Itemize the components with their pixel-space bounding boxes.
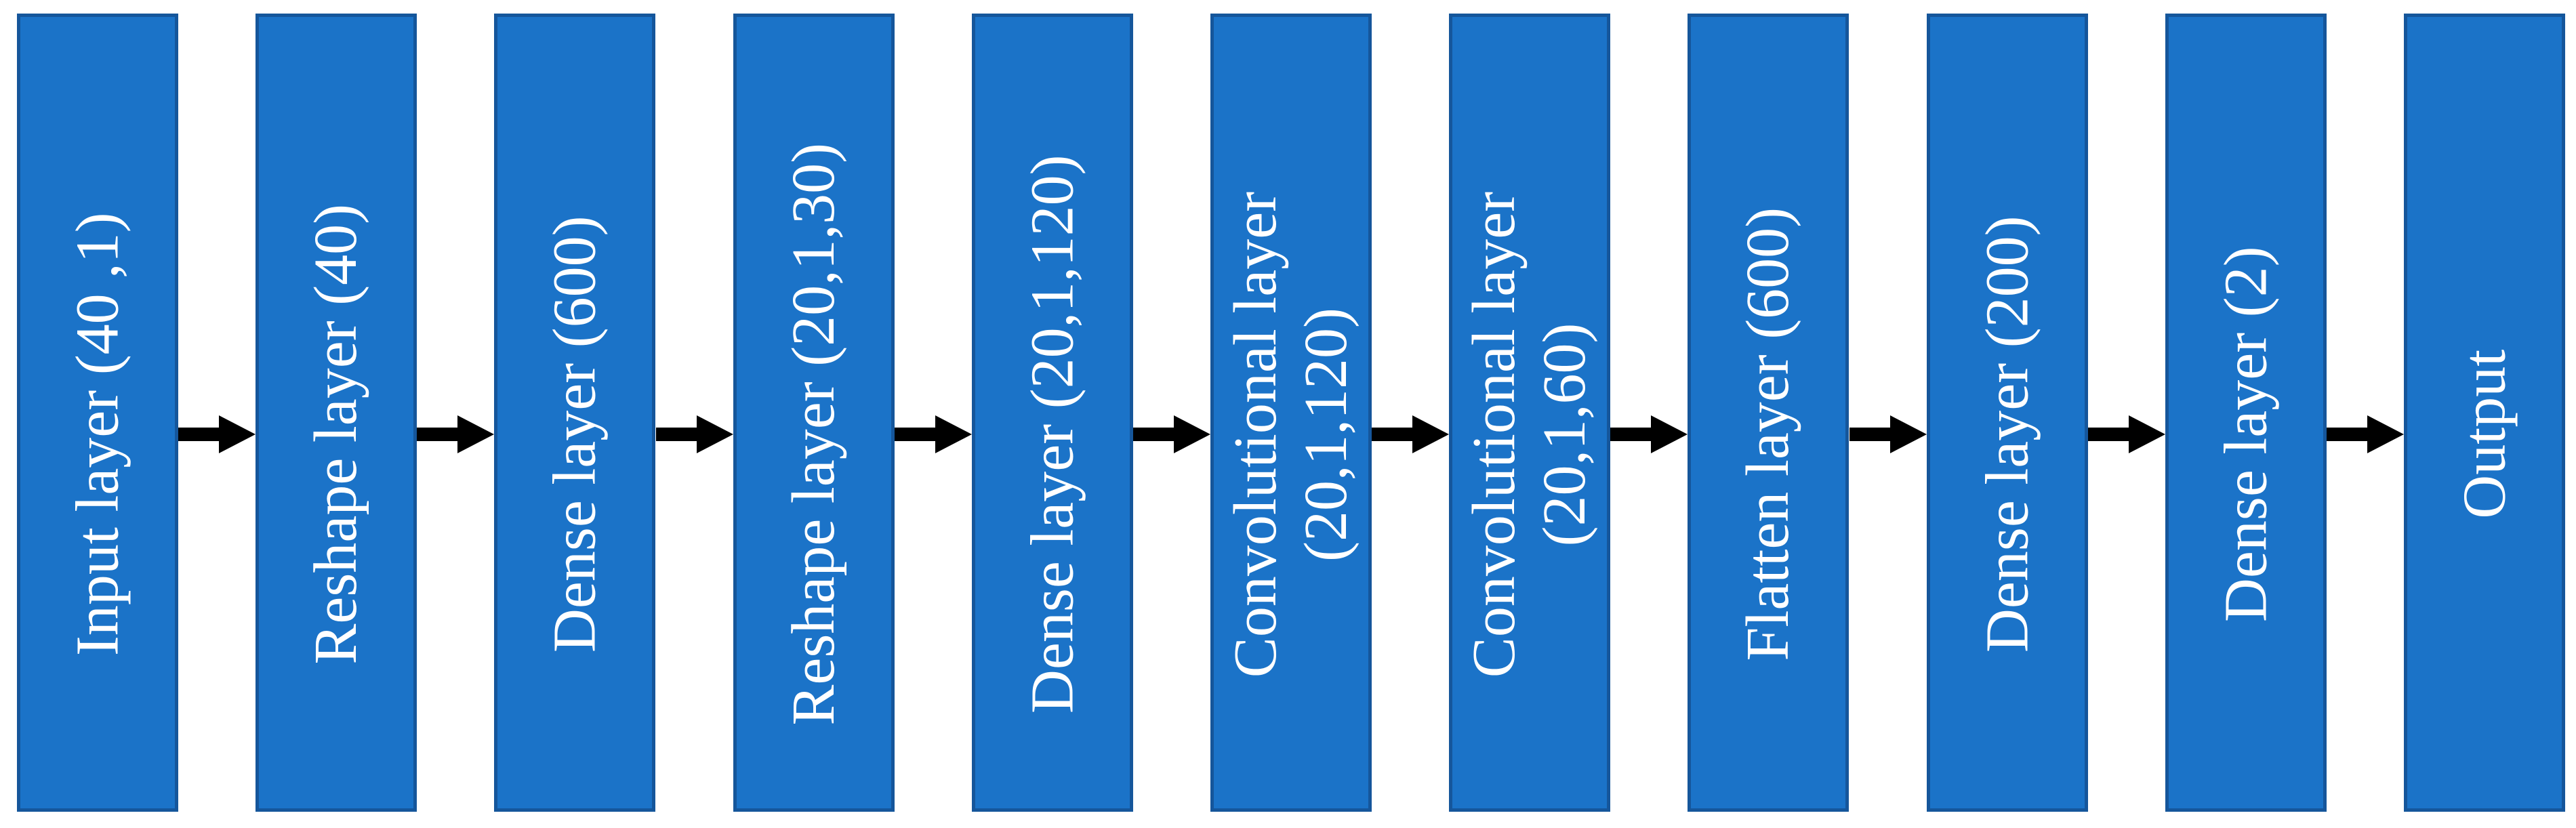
label-line: Dense layer (20,1,120) [1019,154,1086,714]
arrow-shaft [1372,428,1412,441]
arrow-connector-6 [1372,415,1449,453]
layer-box-convolutional-2: Convolutional layer (20,1,60) [1449,14,1610,812]
label-line: Reshape layer (40) [302,204,370,665]
arrow-right-icon [457,415,494,453]
arrow-connector-4 [895,415,972,453]
layer-box-dense-3: Dense layer (200) [1927,14,2088,812]
label-line: Dense layer (200) [1974,215,2041,653]
layer-label-dense-3: Dense layer (200) [1972,216,2043,653]
layer-box-flatten: Flatten layer (600) [1688,14,1849,812]
arrow-shaft [1849,428,1890,441]
label-line: Convolutional layer [1222,191,1290,678]
arrow-connector-3 [656,415,733,453]
label-line: Dense layer (2) [2212,246,2280,623]
arrow-shaft [178,428,219,441]
label-line: Dense layer (600) [541,215,609,653]
layer-label-convolutional-1: Convolutional layer (20,1,120) [1221,191,1362,677]
label-line: (20,1,60) [1531,323,1598,546]
arrow-right-icon [1412,415,1449,453]
arrow-connector-8 [1849,415,1927,453]
arrow-connector-10 [2327,415,2404,453]
arrow-right-icon [935,415,972,453]
label-line: Input layer (40 ,1) [64,212,131,657]
arrow-shaft [2327,428,2367,441]
label-line: Convolutional layer [1460,191,1528,678]
layer-box-dense-4: Dense layer (2) [2165,14,2327,812]
layer-label-dense-4: Dense layer (2) [2211,247,2281,623]
arrow-shaft [2088,428,2129,441]
label-line: Output [2451,349,2518,520]
layer-box-reshape-1: Reshape layer (40) [255,14,417,812]
arrow-shaft [1133,428,1174,441]
layer-label-reshape-1: Reshape layer (40) [301,204,371,665]
layer-label-output: Output [2449,350,2520,519]
arrow-connector-5 [1133,415,1210,453]
layer-box-dense-1: Dense layer (600) [494,14,655,812]
layer-label-convolutional-2: Convolutional layer (20,1,60) [1460,191,1600,677]
layer-label-input: Input layer (40 ,1) [62,213,133,657]
layer-box-output: Output [2404,14,2565,812]
label-line: Flatten layer (600) [1734,207,1802,661]
arrow-right-icon [219,415,255,453]
arrow-right-icon [697,415,733,453]
arrow-right-icon [2129,415,2165,453]
arrow-shaft [417,428,457,441]
arrow-right-icon [1890,415,1927,453]
arrow-right-icon [1651,415,1688,453]
layer-label-reshape-2: Reshape layer (20,1,30) [779,143,849,726]
layer-box-dense-2: Dense layer (20,1,120) [972,14,1133,812]
arrow-connector-2 [417,415,494,453]
layer-label-flatten: Flatten layer (600) [1733,207,1803,661]
arrow-right-icon [2367,415,2404,453]
arrow-connector-1 [178,415,255,453]
layer-label-dense-1: Dense layer (600) [539,216,610,653]
layer-box-reshape-2: Reshape layer (20,1,30) [733,14,895,812]
label-line: (20,1,120) [1292,307,1359,562]
arrow-shaft [1610,428,1651,441]
label-line: Reshape layer (20,1,30) [780,143,848,726]
layer-box-input: Input layer (40 ,1) [17,14,178,812]
arrow-connector-9 [2088,415,2165,453]
layer-label-dense-2: Dense layer (20,1,120) [1017,155,1088,714]
arrow-shaft [656,428,697,441]
arrow-right-icon [1174,415,1210,453]
layer-box-convolutional-1: Convolutional layer (20,1,120) [1210,14,1372,812]
arrow-connector-7 [1610,415,1688,453]
arrow-shaft [895,428,935,441]
